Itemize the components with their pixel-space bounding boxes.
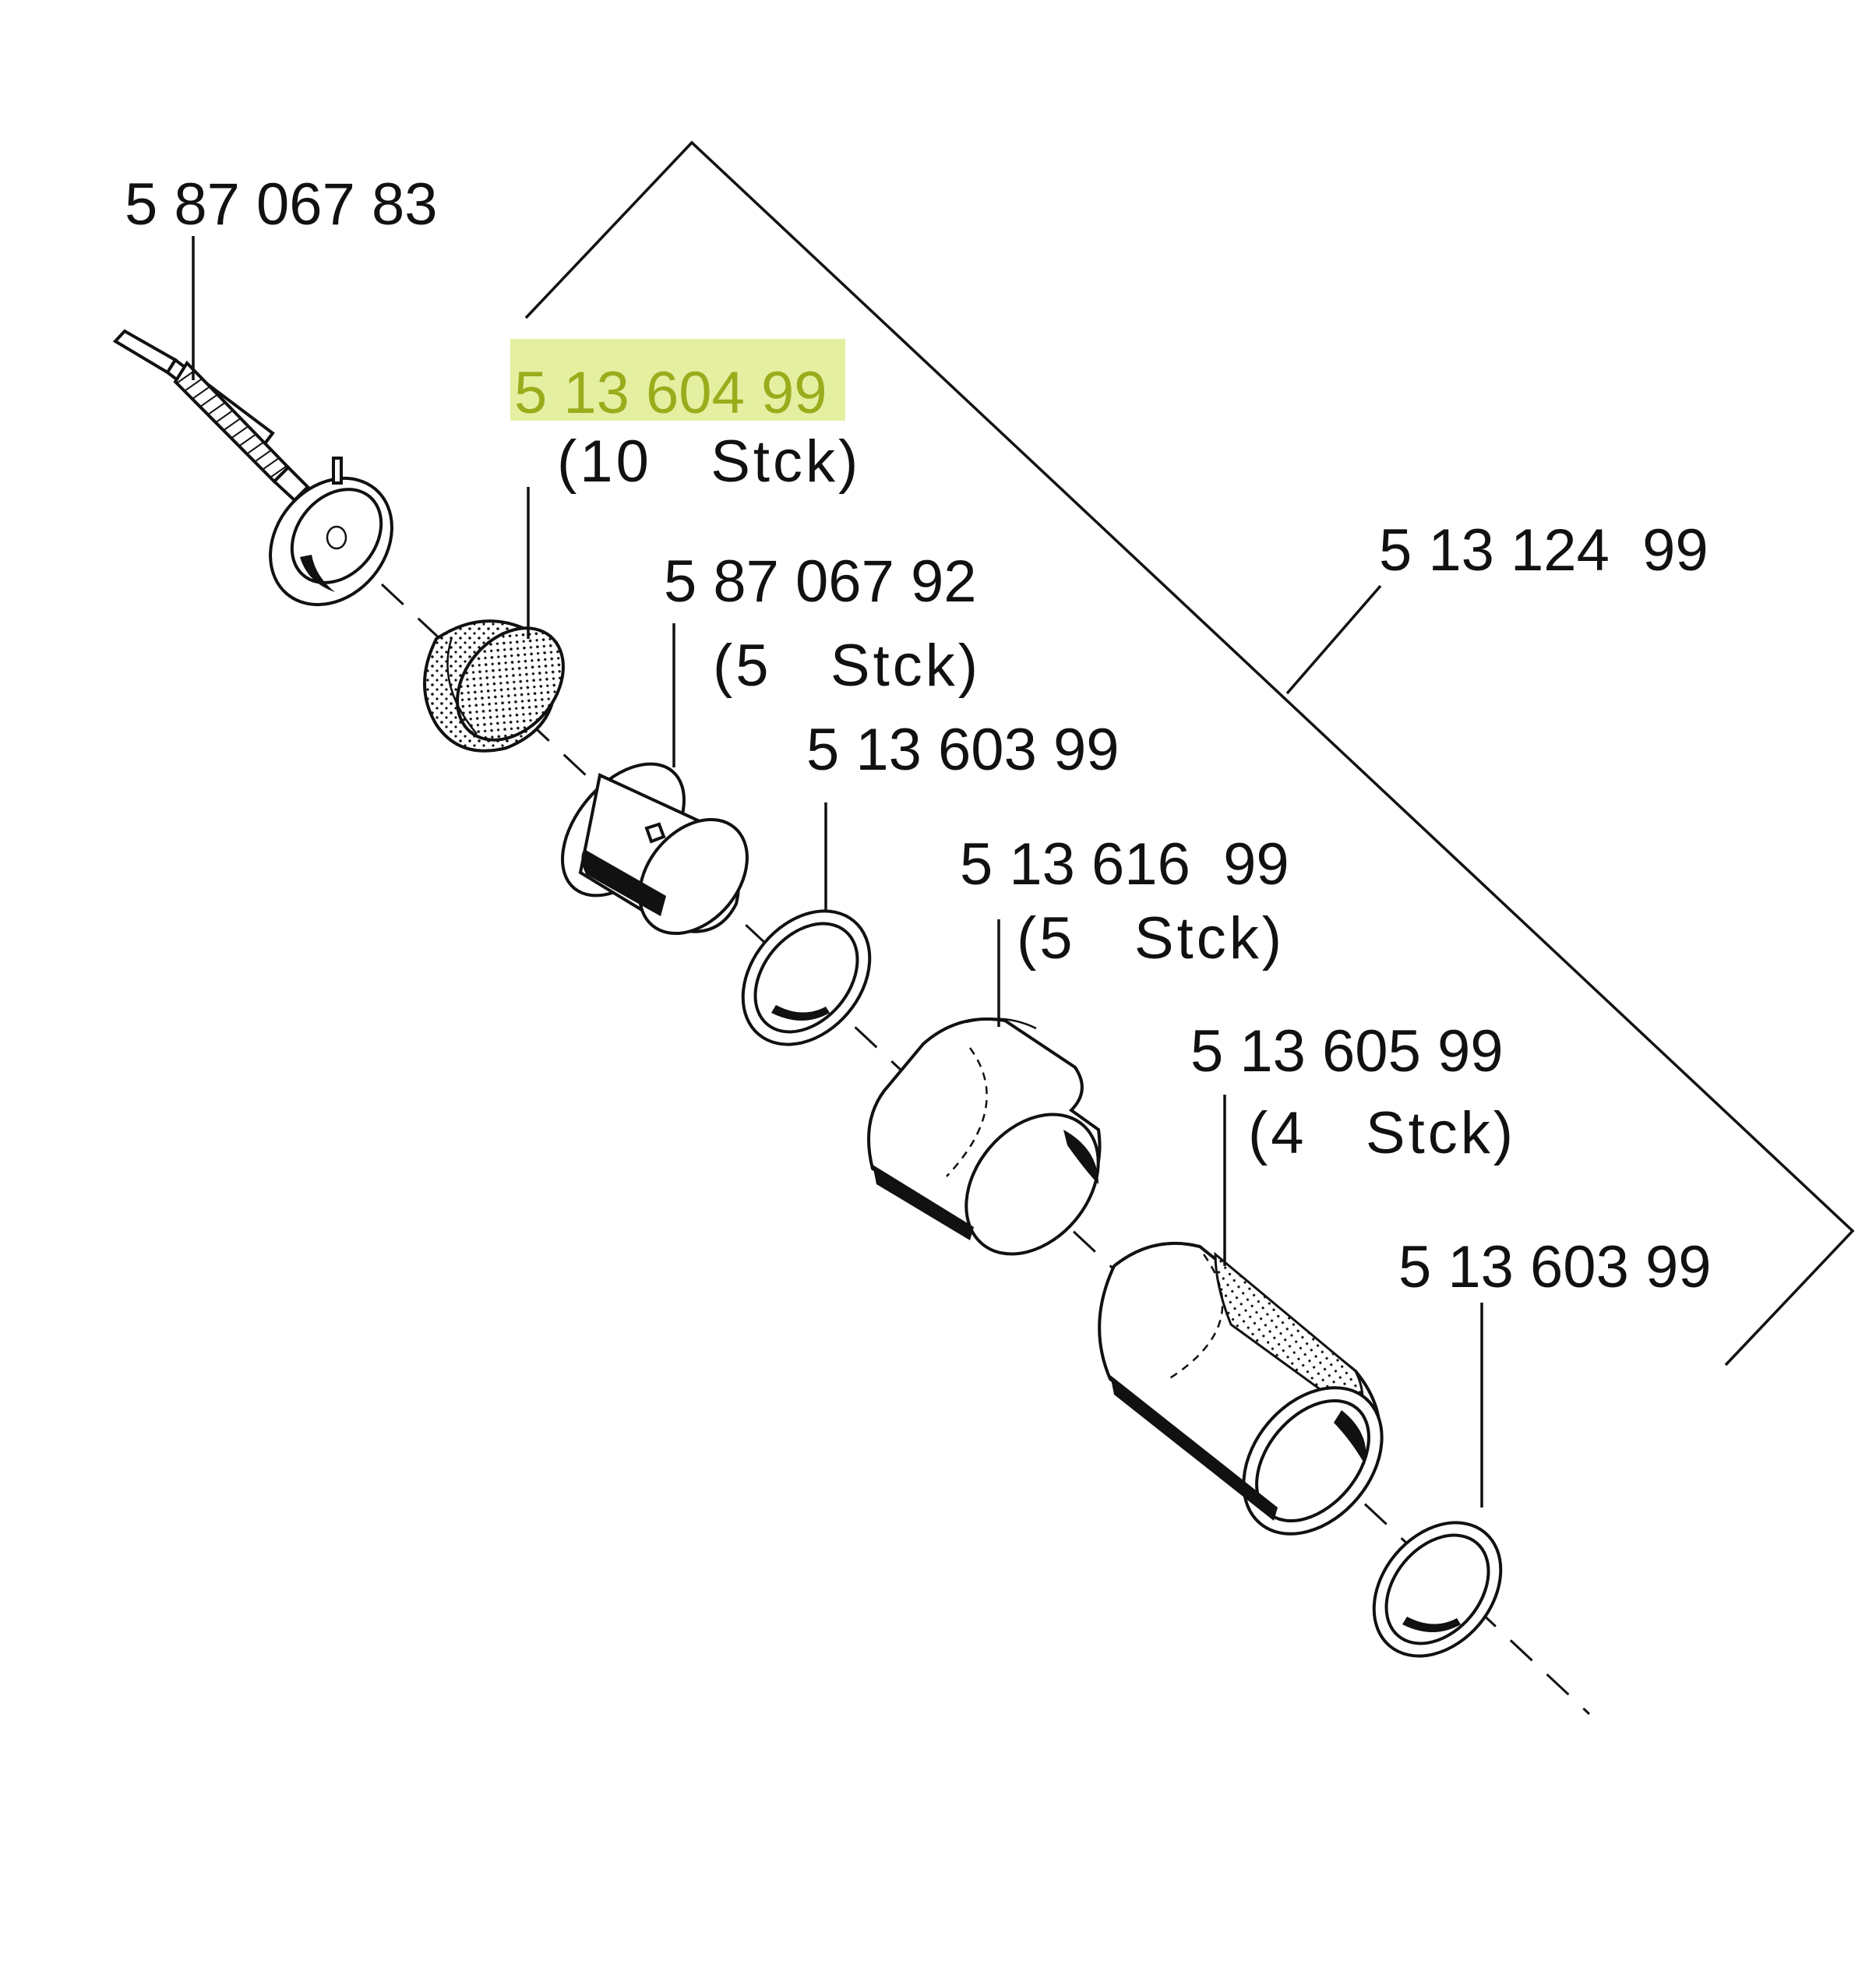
quantity-felt-filter: (10 Stck) bbox=[557, 428, 861, 495]
part-number-sleeve: 5 13 616 99 bbox=[960, 831, 1289, 898]
needle-assembly-part bbox=[112, 329, 393, 607]
washer-lower-part bbox=[1372, 1521, 1503, 1658]
part-number-kit: 5 13 124 99 bbox=[1379, 517, 1708, 584]
kit-bracket bbox=[524, 140, 1855, 1367]
part-number-highlight bbox=[510, 339, 845, 421]
felt-filter-part bbox=[423, 619, 565, 753]
part-number-washer-lower: 5 13 603 99 bbox=[1398, 1234, 1712, 1300]
part-number-washer-upper: 5 13 603 99 bbox=[806, 717, 1120, 783]
mesh-sleeve-part bbox=[1098, 1241, 1384, 1536]
quantity-mesh-sleeve: (4 Stck) bbox=[1248, 1100, 1516, 1166]
washer-upper-part bbox=[741, 909, 872, 1046]
quantity-sleeve: (5 Stck) bbox=[1017, 905, 1285, 972]
quantity-flanged-bushing: (5 Stck) bbox=[713, 633, 981, 699]
part-number-needle: 5 87 067 83 bbox=[125, 171, 438, 238]
part-number-mesh-sleeve: 5 13 605 99 bbox=[1190, 1018, 1504, 1084]
part-number-flanged-bushing: 5 87 067 92 bbox=[664, 548, 977, 615]
flanged-bushing-part bbox=[561, 762, 749, 936]
sleeve-part bbox=[867, 1017, 1102, 1256]
part-number-felt-filter: 5 13 604 99 bbox=[514, 360, 827, 426]
